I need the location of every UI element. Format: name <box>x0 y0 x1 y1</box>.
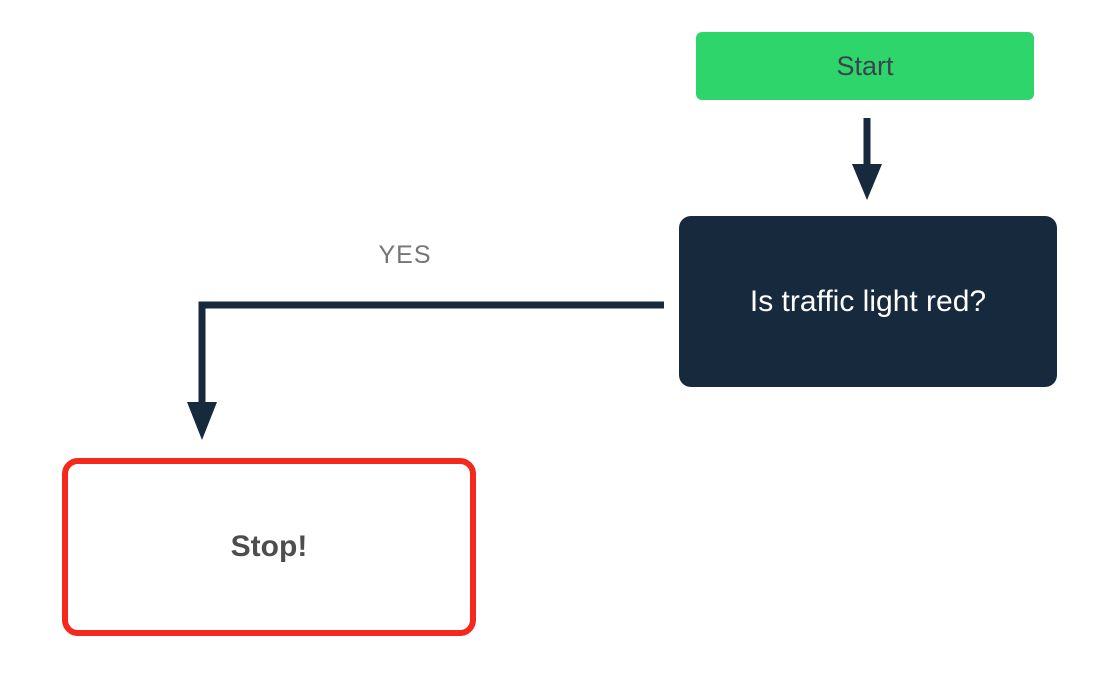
node-stop-label: Stop! <box>230 530 308 563</box>
node-decision-label: Is traffic light red? <box>749 284 987 318</box>
node-start[interactable]: Start <box>696 32 1034 100</box>
node-stop[interactable]: Stop! <box>62 458 476 636</box>
node-start-label: Start <box>836 50 894 81</box>
arrow-decision-to-stop <box>187 301 664 440</box>
arrow-start-to-decision <box>852 118 882 200</box>
node-decision[interactable]: Is traffic light red? <box>679 216 1057 387</box>
edge-label-yes: YES <box>378 241 432 269</box>
